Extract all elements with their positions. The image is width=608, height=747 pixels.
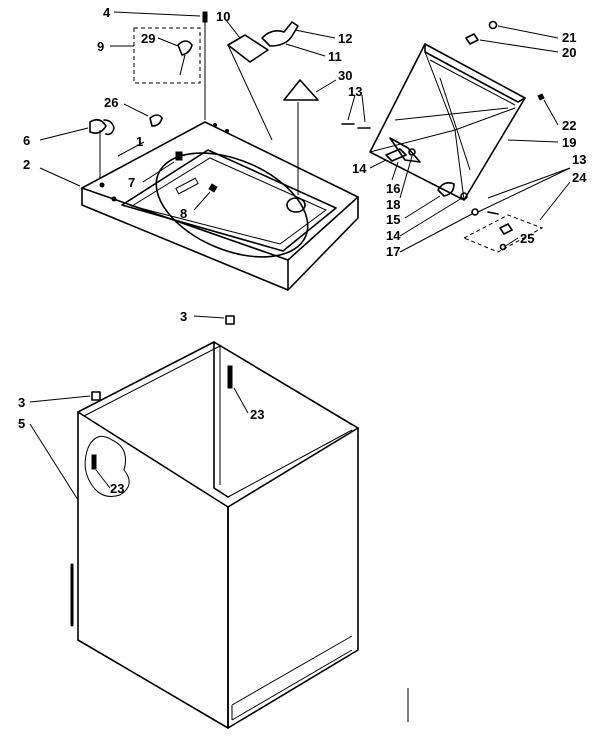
top-panel (81, 121, 359, 291)
callout-10: 10 (216, 9, 230, 24)
callout-17: 17 (386, 244, 400, 259)
lid (369, 43, 526, 201)
callout-19: 19 (562, 135, 576, 150)
callout-labels: 4 10 29 9 12 11 30 13 26 6 1 2 7 8 21 20… (18, 5, 587, 496)
callout-13-top: 13 (348, 84, 362, 99)
callout-14-bottom: 14 (386, 228, 401, 243)
callout-26: 26 (104, 95, 118, 110)
callout-5: 5 (18, 416, 25, 431)
callout-2: 2 (23, 157, 30, 172)
callout-8: 8 (180, 206, 187, 221)
callout-18: 18 (386, 197, 400, 212)
callout-1: 1 (136, 134, 143, 149)
callout-14-top: 14 (352, 161, 367, 176)
callout-7: 7 (128, 175, 135, 190)
callout-3-top: 3 (180, 309, 187, 324)
callout-21: 21 (562, 30, 576, 45)
callout-20: 20 (562, 45, 576, 60)
callout-13-right: 13 (572, 152, 586, 167)
leader-lines (29, 11, 571, 501)
callout-12: 12 (338, 31, 352, 46)
callout-25: 25 (520, 231, 534, 246)
callout-3-left: 3 (18, 395, 25, 410)
callout-11: 11 (328, 49, 342, 64)
callout-23-bottom: 23 (110, 481, 124, 496)
callout-29: 29 (141, 31, 155, 46)
callout-16: 16 (386, 181, 400, 196)
callout-23-top: 23 (250, 407, 264, 422)
callout-22: 22 (562, 118, 576, 133)
small-parts (89, 11, 545, 401)
callout-15: 15 (386, 212, 400, 227)
callout-30: 30 (338, 68, 352, 83)
callout-4: 4 (103, 5, 111, 20)
callout-6: 6 (23, 133, 30, 148)
callout-9: 9 (97, 39, 104, 54)
cabinet (70, 341, 409, 729)
callout-24: 24 (572, 170, 587, 185)
